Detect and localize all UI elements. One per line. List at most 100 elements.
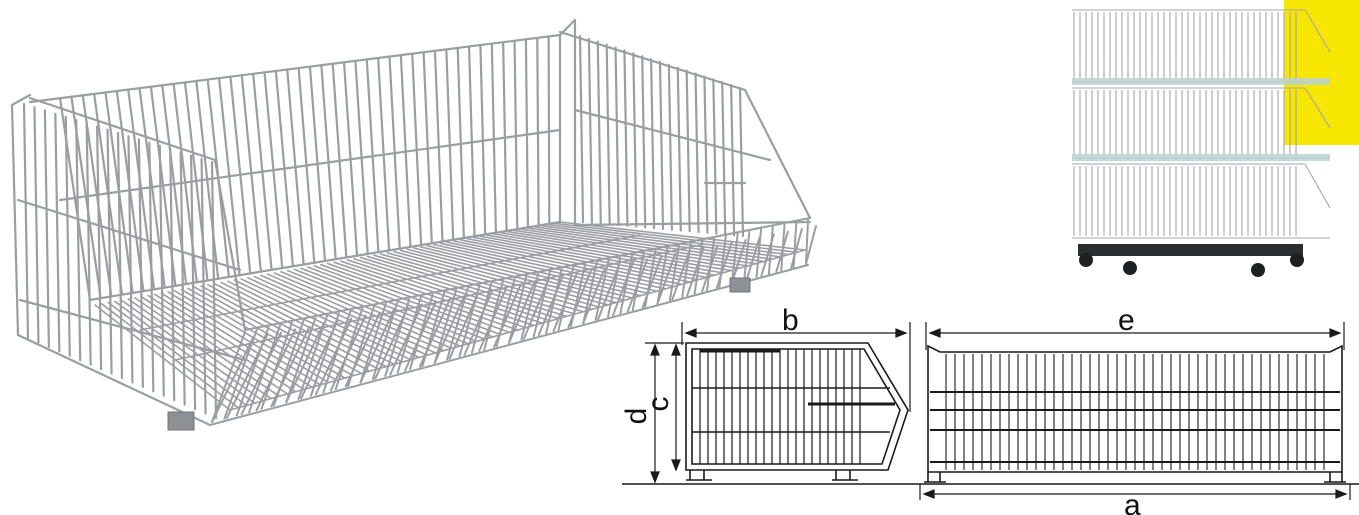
left-wire [148, 141, 155, 393]
trolley-wheel-mid-right [1251, 263, 1265, 277]
front-diag-wire [701, 244, 719, 293]
front-wire [767, 226, 774, 275]
right-wire [614, 46, 620, 227]
right-wire [587, 37, 593, 224]
front-wire [743, 230, 751, 282]
stand-slope [1304, 163, 1331, 209]
front-diag-wire [329, 314, 367, 392]
floor-wire [207, 284, 371, 372]
front-wire [508, 275, 528, 344]
front-diag-wire [582, 267, 606, 325]
back-wire [320, 64, 337, 261]
front-wire [693, 240, 704, 295]
left-wire [190, 154, 197, 411]
front-wire [396, 296, 422, 374]
basket-foot-right [729, 277, 751, 293]
front-diag-wire [389, 303, 423, 376]
dimension-b [681, 322, 911, 412]
front-diag-wire [790, 227, 803, 269]
left-low-rail [18, 298, 247, 362]
front-diag-wire [626, 258, 649, 313]
right-bottom [573, 220, 812, 227]
dimension-label-e: e [1118, 304, 1135, 337]
front-foot-right [1324, 472, 1346, 483]
front-diag-wire [611, 261, 635, 317]
front-wire [297, 314, 329, 400]
front-diag-wire [522, 278, 550, 341]
front-wire [520, 272, 540, 341]
back-wire [297, 67, 316, 264]
left-wire [179, 151, 186, 406]
back-wire [547, 36, 551, 225]
front-diag-wire [344, 311, 381, 388]
front-diag-wire [255, 328, 297, 412]
floor-wire [539, 224, 782, 258]
back-wire [252, 72, 273, 271]
side-profile-outline [685, 342, 909, 471]
floor-wire [266, 273, 445, 352]
front-diag-wire [433, 295, 466, 364]
right-wire [578, 34, 585, 224]
front-wire [668, 244, 680, 302]
right-wire [730, 84, 736, 237]
back-wire [456, 47, 465, 240]
front-diag-wire [537, 275, 564, 337]
right-wire [721, 81, 727, 236]
left-wire [33, 106, 40, 344]
front-diag-wire [285, 323, 325, 404]
back-top-rail [28, 33, 562, 104]
floor-wire [326, 262, 519, 331]
floor-wire [273, 272, 453, 350]
front-diag-wire [656, 253, 677, 305]
front-diag-wire [760, 233, 775, 277]
back-wire [433, 50, 444, 243]
back-wire [490, 43, 498, 234]
dimension-a [919, 484, 1351, 500]
right-wire [641, 55, 647, 229]
front-wire [656, 247, 669, 305]
left-bottom [16, 333, 212, 427]
floor-wire [253, 275, 428, 356]
floor-wire [426, 244, 642, 297]
left-mid-rail [16, 198, 242, 272]
floor-wire [339, 260, 535, 327]
left-wire [54, 112, 61, 353]
left-wire [85, 122, 92, 366]
front-diag-wire [211, 337, 254, 423]
back-wire [127, 88, 156, 291]
floor-wire [286, 269, 470, 345]
back-wire [286, 68, 305, 266]
front-wire [582, 261, 598, 325]
front-diag-wire [418, 297, 452, 368]
back-wire [354, 60, 369, 256]
floor-wire [452, 240, 675, 288]
left-wire [200, 157, 207, 415]
floor-cross-rail [139, 234, 641, 331]
glass-shelf [1072, 78, 1330, 85]
left-wire [127, 135, 134, 384]
front-diag-wire [240, 331, 283, 416]
basket-front-panel [209, 217, 817, 426]
yellow-accent-block [1284, 0, 1359, 145]
back-wire [445, 48, 455, 241]
front-wire [260, 321, 293, 410]
floor-wire [413, 247, 626, 302]
floor-wire [280, 270, 461, 347]
back-wire [308, 65, 327, 263]
glass-shelf [1072, 154, 1330, 161]
basket-right-end-panel [558, 18, 812, 238]
basket-left-end-panel [10, 93, 247, 427]
floor-wire [486, 234, 716, 276]
basket-foot-left [167, 411, 195, 431]
floor-wire [300, 267, 486, 340]
dimension-label-c: c [642, 397, 675, 412]
front-wire [594, 258, 610, 321]
left-wire [158, 144, 165, 397]
left-top [10, 93, 32, 107]
left-wire [169, 148, 176, 402]
front-diag-wire [715, 241, 733, 289]
right-wire [596, 40, 602, 225]
floor-wire [439, 242, 658, 292]
right-wire [712, 78, 718, 235]
